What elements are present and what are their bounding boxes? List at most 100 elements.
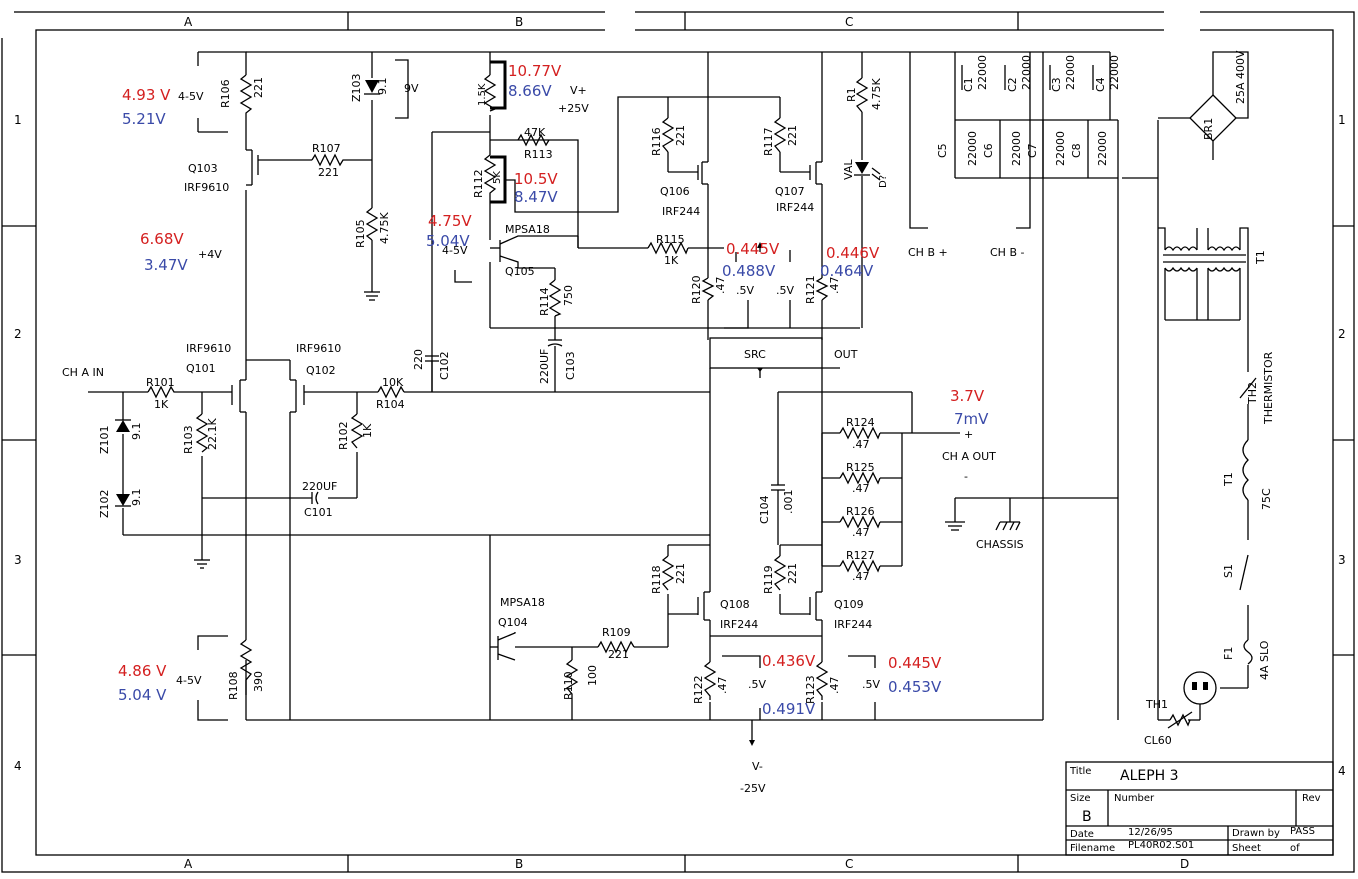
drawing-title: ALEPH 3 (1120, 768, 1179, 784)
s1-name: S1 (1222, 564, 1235, 578)
capacitor-symbols (311, 65, 1094, 520)
number-caption: Number (1114, 793, 1155, 804)
src-label: SRC (744, 348, 766, 361)
r104-value: 10K (382, 376, 404, 389)
c2-name: C2 (1006, 77, 1019, 92)
v-minus-label: V- (752, 760, 763, 773)
drawing-frame (0, 8, 1355, 873)
component-labels: R106 221 Q103 IRF9610 R107 221 R105 4.75… (98, 50, 1275, 747)
r122-value: .47 (716, 677, 729, 695)
q105-name: Q105 (505, 265, 535, 278)
z101-value: 9.1 (130, 423, 143, 441)
r113-value: 47K (524, 126, 546, 139)
grid-row-3-right: 3 (1338, 553, 1346, 567)
point-five-v-label-2: .5V (776, 284, 794, 297)
q102-name: Q102 (306, 364, 336, 377)
voltage-annotations: 4.93 V 5.21V 6.68V 3.47V 10.77V 8.66V 10… (118, 62, 989, 718)
c2-value: 22000 (1020, 55, 1033, 90)
led-name: D? (878, 175, 889, 188)
q109-name: Q109 (834, 598, 864, 611)
c5-value: 22000 (966, 131, 979, 166)
r106-value: 221 (252, 77, 265, 98)
r106-voltage-before: 4.93 V (122, 86, 171, 104)
title-block: Title ALEPH 3 Size B Number Rev Date 12/… (1065, 761, 1334, 856)
r108-voltage-before: 4.86 V (118, 662, 167, 680)
four-five-v-label-c: 4-5V (176, 674, 202, 687)
r127-name: R127 (846, 549, 875, 562)
r116-name: R116 (650, 127, 663, 156)
r104-name: R104 (376, 398, 405, 411)
t1-switch-name: T1 (1222, 472, 1235, 487)
r106-name: R106 (219, 79, 232, 108)
z103-name: Z103 (350, 73, 363, 102)
c104-name: C104 (758, 495, 771, 524)
q108-name: Q108 (720, 598, 750, 611)
grid-row-2-left: 2 (14, 327, 22, 341)
br1-name: BR1 (1202, 118, 1215, 140)
c6-value: 22000 (1010, 131, 1023, 166)
grid-row-1-left: 1 (14, 113, 22, 127)
c3-name: C3 (1050, 77, 1063, 92)
grid-col-a-bottom: A (184, 857, 193, 871)
point-five-v-label-3: .5V (748, 678, 766, 691)
r109-name: R109 (602, 626, 631, 639)
r123-voltage-after: 0.453V (888, 678, 942, 696)
c8-name: C8 (1070, 143, 1083, 158)
c4-name: C4 (1094, 77, 1107, 92)
r108-voltage-after: 5.04 V (118, 686, 167, 704)
ch-a-out-plus: + (964, 428, 973, 441)
r122-name: R122 (692, 675, 705, 704)
r108-name: R108 (227, 671, 240, 700)
q101-name: Q101 (186, 362, 216, 375)
sheet-caption: Sheet (1232, 843, 1261, 854)
grid-row-4-left: 4 (14, 759, 22, 773)
r115-value: 1K (664, 254, 679, 267)
out-label: OUT (834, 348, 858, 361)
r107-name: R107 (312, 142, 341, 155)
r101-value: 1K (154, 398, 169, 411)
r119-value: 221 (786, 563, 799, 584)
th1-value: CL60 (1144, 734, 1172, 747)
c103-value: 220UF (538, 349, 551, 384)
r109-value: 221 (608, 648, 629, 661)
c7-name: C7 (1026, 143, 1039, 158)
r108-value: 390 (252, 671, 265, 692)
r112-name: R112 (472, 169, 485, 198)
r105-name: R105 (354, 219, 367, 248)
q108-type: IRF244 (720, 618, 758, 631)
grid-col-d-bottom: D (1180, 857, 1189, 871)
c103-name: C103 (564, 351, 577, 380)
q102-type: IRF9610 (296, 342, 341, 355)
ch-a-out-minus: - (964, 470, 968, 483)
drawn-by-caption: Drawn by (1232, 828, 1280, 839)
c101-name: C101 (304, 506, 333, 519)
r122-voltage-after: 0.491V (762, 700, 816, 718)
r107-value: 221 (318, 166, 339, 179)
br1-value: 25A 400V (1234, 50, 1247, 104)
v-plus-value: +25V (558, 102, 589, 115)
c101-value: 220UF (302, 480, 337, 493)
filename-caption: Filename (1070, 843, 1115, 854)
grid-col-c-top: C (845, 15, 853, 29)
drawn-by-value: PASS (1290, 826, 1315, 837)
r113-name: R113 (524, 148, 553, 161)
c6-name: C6 (982, 143, 995, 158)
r120-voltage-before: 0.445V (726, 240, 780, 258)
t1-switch-value: 75C (1260, 488, 1273, 510)
q105-voltage-before: 4.75V (428, 212, 472, 230)
out-voltage-after: 7mV (954, 410, 989, 428)
r118-value: 221 (674, 563, 687, 584)
r116-value: 221 (674, 125, 687, 146)
r123-voltage-before: 0.445V (888, 654, 942, 672)
point-five-v-label-1: .5V (736, 284, 754, 297)
q104-name: Q104 (498, 616, 528, 629)
out-voltage-before: 3.7V (950, 387, 985, 405)
r125-name: R125 (846, 461, 875, 474)
r126-value: .47 (852, 526, 870, 539)
r125-value: .47 (852, 482, 870, 495)
nine-v-label: 9V (404, 82, 419, 95)
q103-voltage-before: 6.68V (140, 230, 184, 248)
f1-name: F1 (1222, 647, 1235, 660)
